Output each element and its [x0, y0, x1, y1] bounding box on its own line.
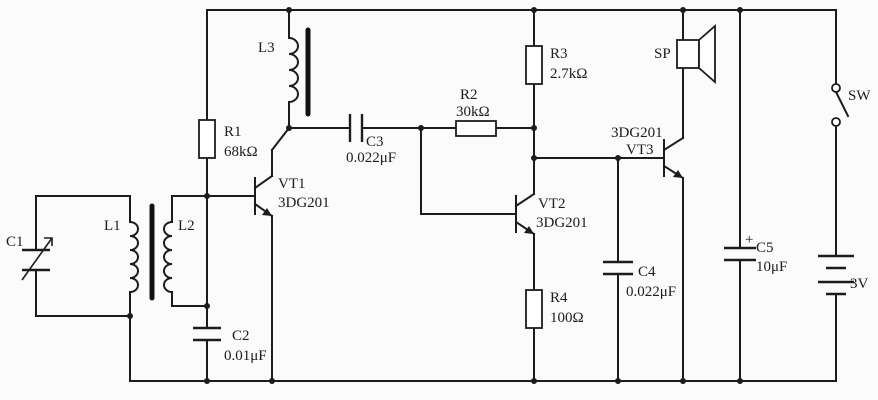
label-r1-value: 68kΩ — [224, 144, 258, 160]
label-c2: C2 — [232, 328, 250, 344]
resistor-r1 — [198, 119, 216, 159]
electrolytic-capacitor-c5 — [724, 246, 756, 262]
vt1-wires — [270, 126, 291, 382]
label-c5-polarity: + — [745, 232, 753, 248]
label-sp: SP — [654, 46, 671, 62]
variable-capacitor-c1 — [21, 237, 53, 281]
resistor-r3 — [525, 45, 543, 85]
label-vt1-model: 3DG201 — [278, 195, 330, 211]
battery-3v — [818, 254, 854, 382]
speaker-icon — [676, 9, 716, 84]
inductor-l3 — [287, 9, 299, 129]
vt2-collector-to-vt3 — [533, 157, 665, 382]
transistor-vt1 — [253, 174, 274, 218]
label-r1: R1 — [224, 124, 242, 140]
transistor-vt2 — [514, 192, 536, 236]
label-r4: R4 — [550, 290, 568, 306]
l2-wires — [171, 195, 256, 307]
label-l1: L1 — [104, 218, 121, 234]
resistor-r2 — [455, 120, 497, 137]
label-vt2-model: 3DG201 — [536, 215, 588, 231]
label-c4: C4 — [638, 264, 656, 280]
label-r3: R3 — [550, 46, 568, 62]
label-vt1: VT1 — [278, 176, 306, 192]
label-r3-value: 2.7kΩ — [550, 66, 587, 82]
capacitor-c3 — [348, 114, 364, 142]
label-c3-value: 0.022μF — [346, 150, 396, 166]
resistor-r4 — [525, 289, 543, 329]
capacitor-c2 — [193, 326, 221, 342]
label-battery: 3V — [850, 276, 869, 292]
label-c5-value: 10μF — [756, 259, 787, 275]
label-l2: L2 — [178, 218, 195, 234]
label-r2: R2 — [460, 87, 478, 103]
capacitor-c4 — [603, 260, 633, 276]
label-r4-value: 100Ω — [550, 310, 584, 326]
junction-dots — [127, 7, 743, 384]
switch-sw — [831, 9, 850, 257]
label-sw: SW — [848, 88, 871, 104]
label-vt3: VT3 — [626, 142, 654, 158]
transistor-vt3 — [662, 136, 685, 180]
label-vt3-model: 3DG201 — [611, 125, 663, 141]
vt2-base-wire — [420, 127, 517, 215]
label-c2-value: 0.01μF — [224, 348, 267, 364]
label-l3: L3 — [258, 40, 275, 56]
label-vt2: VT2 — [538, 196, 566, 212]
label-c1: C1 — [6, 234, 24, 250]
inductor-l2 — [163, 220, 174, 294]
label-c3: C3 — [366, 134, 384, 150]
label-c5: C5 — [756, 240, 774, 256]
tank-wires — [35, 195, 131, 382]
label-r2-value: 30kΩ — [456, 104, 490, 120]
inductor-l1 — [128, 220, 139, 294]
label-c4-value: 0.022μF — [626, 284, 676, 300]
